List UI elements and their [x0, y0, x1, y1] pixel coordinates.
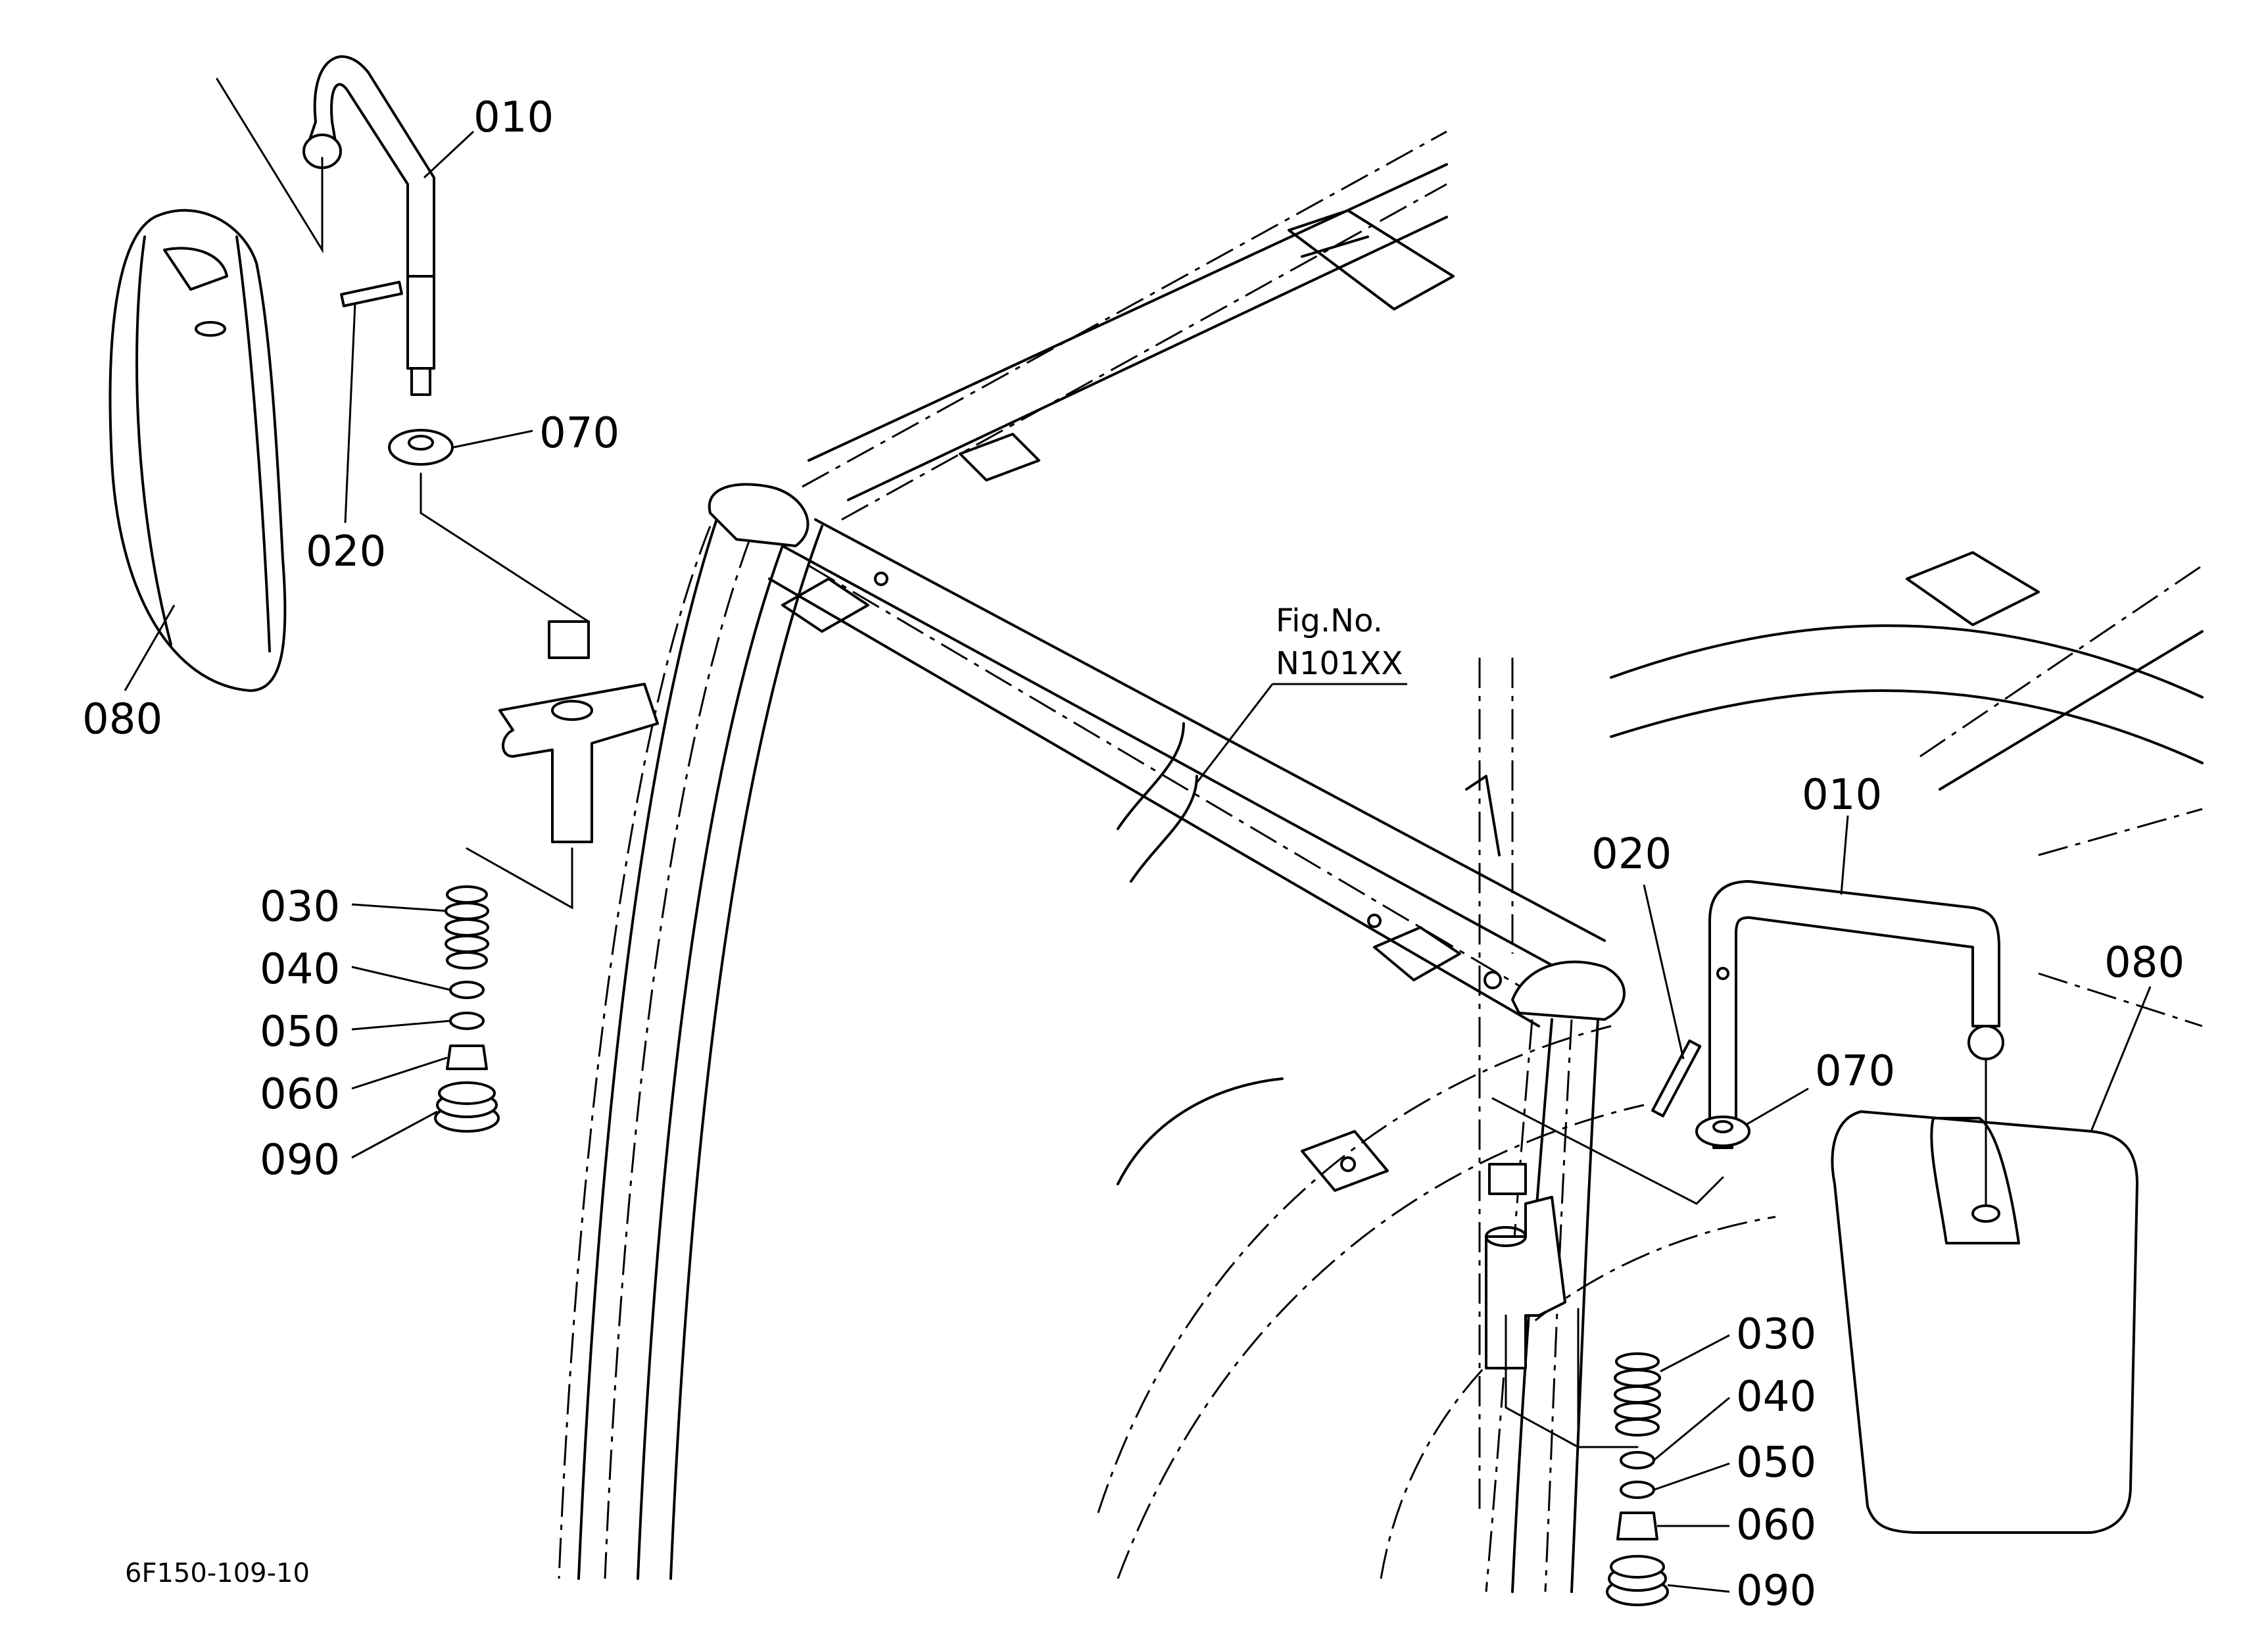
callout-070-left: 070: [539, 409, 619, 458]
right-mirror-assembly: [1485, 880, 2138, 1606]
callout-030-right: 030: [1736, 1310, 1816, 1359]
cap-090-left: [434, 1081, 500, 1133]
callout-060-left: 060: [260, 1070, 340, 1119]
callouts-left: 010 070 020 080 030 040 050 060 090: [82, 93, 619, 1185]
pin-right: [1651, 1039, 1702, 1118]
pin-left: [340, 280, 403, 308]
washer-040-right: [1620, 1451, 1655, 1469]
cab-frame-outline: [558, 130, 2204, 1593]
drawing-code: 6F150-109-10: [125, 1558, 310, 1588]
callouts-right: 010 020 080 070 030 040 050 060 090: [1591, 771, 2184, 1615]
callout-090-left: 090: [260, 1136, 340, 1185]
nut-060-right: [1616, 1512, 1658, 1540]
callout-020-right: 020: [1591, 830, 1672, 879]
callout-050-left: 050: [260, 1008, 340, 1056]
fig-number-label: Fig.No.: [1276, 602, 1383, 639]
nut-060-left: [446, 1045, 488, 1070]
washer-070-left: [388, 429, 454, 466]
callout-020-left: 020: [306, 528, 386, 576]
callout-080-right: 080: [2104, 939, 2184, 987]
mirror-rod-right: [1708, 880, 2000, 1119]
callout-070-right: 070: [1815, 1047, 1895, 1096]
fig-number-value: N101XX: [1276, 645, 1403, 682]
callout-010-right: 010: [1802, 771, 1882, 820]
callout-090-right: 090: [1736, 1567, 1816, 1615]
mirror-head-right: [1831, 1110, 2138, 1534]
callout-030-left: 030: [260, 883, 340, 931]
callout-060-right: 060: [1736, 1501, 1816, 1550]
spring-030-left: [445, 885, 489, 970]
callout-080-left: 080: [82, 695, 162, 744]
left-mirror-assembly: [109, 55, 659, 1133]
spring-030-right: [1614, 1352, 1661, 1437]
cap-090-right: [1606, 1555, 1669, 1606]
callout-050-right: 050: [1736, 1438, 1816, 1487]
leader-lines: [124, 130, 2152, 1593]
callout-040-right: 040: [1736, 1373, 1816, 1421]
callout-040-left: 040: [260, 945, 340, 994]
washer-040-left: [449, 981, 485, 999]
callout-010-left: 010: [473, 93, 554, 142]
washer-050-right: [1620, 1481, 1655, 1499]
washer-050-left: [449, 1012, 485, 1030]
